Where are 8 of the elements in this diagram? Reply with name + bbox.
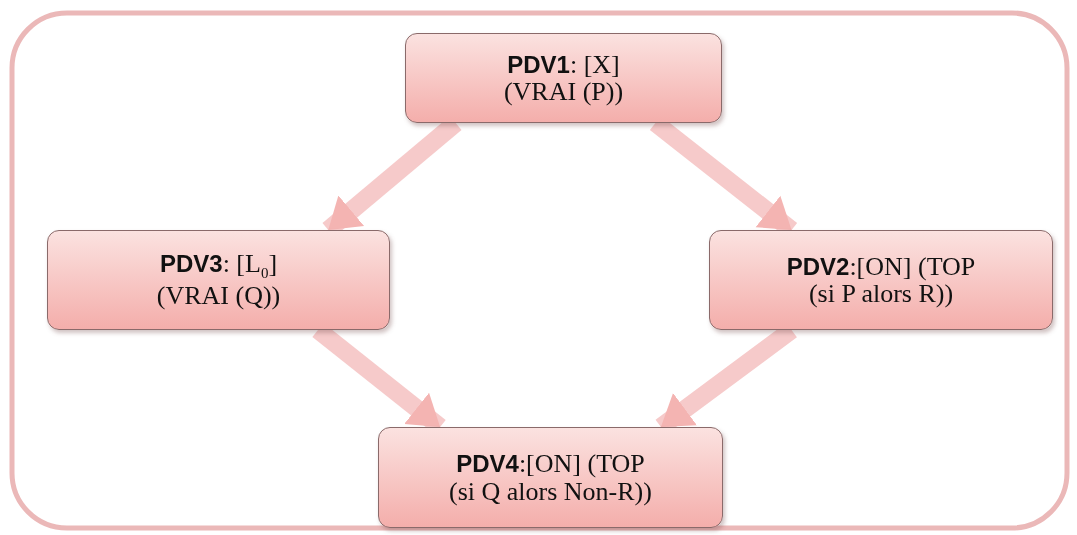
box-label: PDV3: [L$_{0}$] (VRAI (Q)) — [155, 250, 282, 310]
box-label: PDV2:[ON] (TOP (si P alors R)) — [785, 252, 977, 308]
process-box — [47, 230, 390, 330]
process-box — [378, 427, 723, 528]
box-label: PDV4:[ON] (TOP (si Q alors Non-R)) — [448, 450, 653, 505]
box-label: PDV1: [X] (VRAI (P)) — [502, 50, 625, 106]
process-box — [405, 33, 722, 123]
process-box — [709, 230, 1053, 330]
